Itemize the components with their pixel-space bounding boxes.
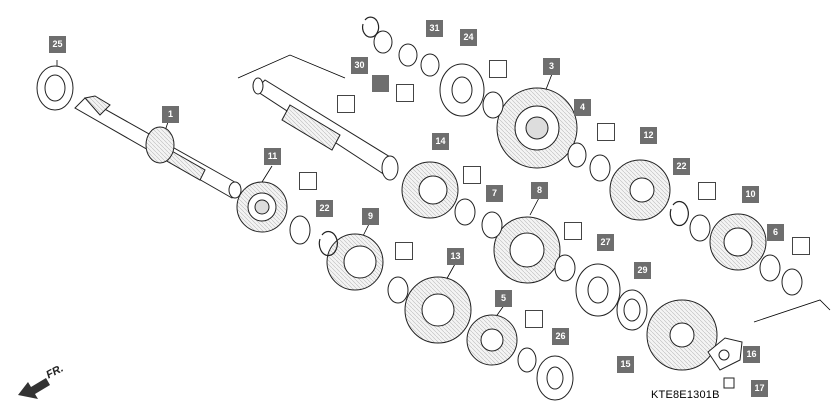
countershaft: [74, 95, 242, 199]
part-label-23: 24: [460, 29, 477, 46]
sprocket-15: [646, 299, 718, 371]
diagram-code: KTE8E1301B: [651, 389, 720, 401]
part-label-29: 30: [351, 57, 368, 74]
part-label-12: 12: [640, 127, 657, 144]
part-label-4: 4: [574, 99, 591, 116]
part-label-13: 13: [447, 248, 464, 265]
part-label-27: 29: [634, 262, 651, 279]
part-label-22a: 22: [316, 200, 333, 217]
bearing-25: [536, 355, 574, 401]
ref-box: [564, 222, 582, 240]
gear-11: [236, 181, 288, 233]
part-label-22b: 22: [673, 158, 690, 175]
ref-box: [489, 60, 507, 78]
bolt-17: [723, 377, 735, 389]
gear-10: [709, 213, 767, 271]
ref-box: [299, 172, 317, 190]
part-label-17: 17: [751, 380, 768, 397]
part-label-11: 11: [264, 148, 281, 165]
ref-box: [337, 95, 355, 113]
part-label-8: 8: [531, 182, 548, 199]
gear-9: [326, 233, 384, 291]
gear-3: [496, 87, 578, 169]
gear-12: [609, 159, 671, 221]
ref-box: [698, 182, 716, 200]
gear-14: [401, 161, 459, 219]
bearing-24: [36, 65, 74, 111]
part-label-14: 14: [432, 133, 449, 150]
part-label-26: 27: [597, 234, 614, 251]
ref-box: [395, 242, 413, 260]
plate-16: [707, 337, 743, 371]
part-label-15: 15: [617, 356, 634, 373]
part-label-1: 1: [162, 106, 179, 123]
part-label-6: 6: [767, 224, 784, 241]
part-label-24: 25: [49, 36, 66, 53]
part-label-9: 9: [362, 208, 379, 225]
part-label-30: 31: [426, 20, 443, 37]
part-label-3: 3: [543, 58, 560, 75]
gear-8: [493, 216, 561, 284]
bearing-23: [439, 63, 485, 117]
part-label-16: 16: [743, 346, 760, 363]
ref-box: [525, 310, 543, 328]
part-label-25: 26: [552, 328, 569, 345]
part-label-5: 5: [495, 290, 512, 307]
ref-box: [396, 84, 414, 102]
circlips: [318, 16, 689, 257]
part-label-7: 7: [486, 185, 503, 202]
gear-5: [466, 314, 518, 366]
gear-13: [404, 276, 472, 344]
mainshaft: [252, 77, 399, 181]
ref-box: [597, 123, 615, 141]
ref-box: [463, 166, 481, 184]
part-label-31: [372, 75, 389, 92]
front-arrow-icon: [18, 378, 50, 399]
ref-box: [792, 237, 810, 255]
part-label-10: 10: [742, 186, 759, 203]
seal-27: [616, 289, 648, 331]
washers: [289, 30, 803, 373]
bearing-26: [575, 263, 621, 317]
